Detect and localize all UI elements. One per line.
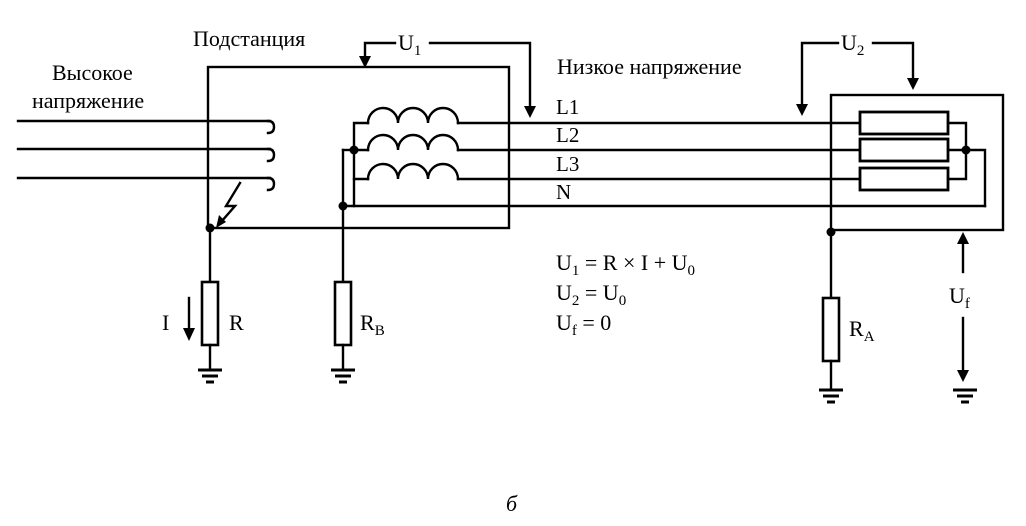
- u2-label: U2: [841, 30, 864, 59]
- neutral-junction-dot: [338, 201, 348, 211]
- current-arrow: [183, 296, 195, 341]
- rb-label: RB: [360, 310, 385, 339]
- high-voltage-label-2: напряжение: [32, 88, 144, 113]
- l1-label: L1: [556, 95, 579, 119]
- n-label: N: [556, 180, 571, 204]
- consumer-loads: [858, 110, 968, 192]
- u2-arrow: [796, 41, 919, 116]
- enclosure-ground-dot: [826, 227, 836, 237]
- low-voltage-label: Низкое напряжение: [557, 54, 742, 79]
- uf-arrow: [957, 232, 969, 382]
- substation-enclosure: [206, 65, 511, 230]
- low-voltage-lines: [341, 121, 987, 208]
- substation-label: Подстанция: [193, 26, 305, 51]
- fault-junction-dot: [205, 223, 215, 233]
- substation-ground-r: [198, 226, 222, 384]
- current-label: I: [162, 310, 169, 335]
- u1-arrow: [359, 41, 536, 118]
- equation-uf: Uf = 0: [556, 310, 611, 339]
- l3-label: L3: [556, 152, 579, 176]
- equation-u2: U2 = U0: [556, 280, 626, 309]
- uf-label: Uf: [949, 283, 970, 312]
- r-label: R: [229, 310, 244, 335]
- high-voltage-label-1: Высокое: [52, 60, 133, 85]
- high-voltage-lines: [16, 119, 276, 192]
- uf-ground: [953, 388, 977, 404]
- u1-label: U1: [398, 30, 421, 59]
- neutral-ground-rb: [331, 148, 355, 384]
- equation-u1: U1 = R × I + U0: [556, 250, 695, 279]
- load-star-dot: [961, 145, 971, 155]
- consumer-enclosure: [829, 93, 1005, 232]
- l2-label: L2: [556, 123, 579, 147]
- ra-label: RA: [849, 316, 875, 345]
- consumer-ground-ra: [819, 228, 843, 404]
- fault-lightning-icon: [219, 181, 242, 224]
- figure-caption: б: [506, 491, 518, 516]
- transformer-coils: [352, 106, 460, 208]
